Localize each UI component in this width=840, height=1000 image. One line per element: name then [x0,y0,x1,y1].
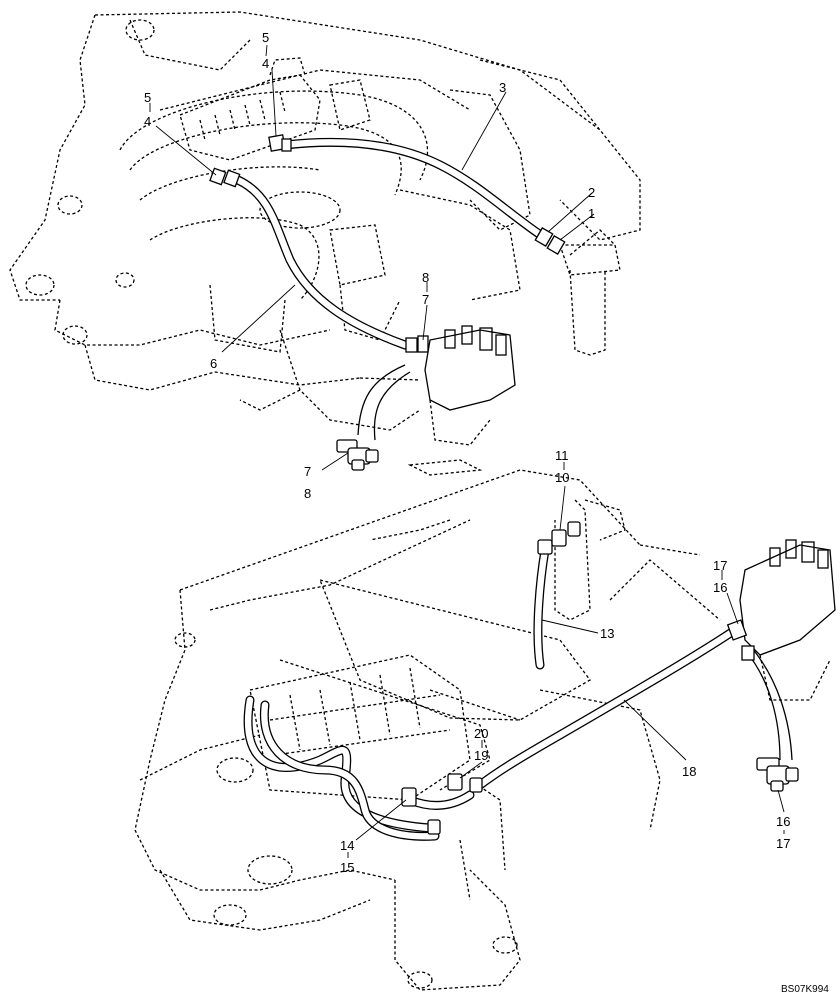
callout-4-left: 4 [144,114,151,129]
callout-5-left: 5 [144,90,151,105]
callout-17-bottom: 17 [776,836,790,851]
fitting-14-15 [401,787,441,835]
fitting-7-8 [405,335,429,353]
tee-fitting-16-17 [756,757,799,792]
callout-3: 3 [499,80,506,95]
callout-15: 15 [340,860,354,875]
callout-14: 14 [340,838,354,853]
lower-main-control-valve [249,654,471,801]
hose-18 [475,625,740,790]
hose-3 [280,137,550,243]
braided-hoses-14-15 [243,695,440,841]
fitting-19-20 [447,773,483,793]
callout-16-top: 16 [713,580,727,595]
upper-frame-outline [9,11,641,431]
callout-2: 2 [588,185,595,200]
callout-11: 11 [555,448,569,463]
fitting-4-5-upper [268,134,292,152]
callouts: 1 2 3 4 5 4 5 6 8 7 7 8 11 10 13 17 16 1… [144,30,790,875]
callout-8-top: 8 [422,270,429,285]
upper-valve-block [357,325,516,476]
callout-7-top: 7 [422,292,429,307]
callout-5-top: 5 [262,30,269,45]
fitting-1-2 [534,227,566,255]
callout-8-bottom: 8 [304,486,311,501]
callout-16-bottom: 16 [776,814,790,829]
callout-17-top: 17 [713,558,727,573]
callout-6: 6 [210,356,217,371]
fitting-16-17 [726,619,755,661]
callout-19: 19 [474,748,488,763]
callout-4-top: 4 [262,56,269,71]
callout-10: 10 [555,470,569,485]
fitting-10-11 [537,521,581,555]
callout-13: 13 [600,626,614,641]
hose-6 [233,175,410,350]
callout-7-bottom: 7 [304,464,311,479]
fitting-4-5-lower [209,167,241,188]
hose-19-20 [405,790,475,810]
leader-lines [149,44,785,858]
callout-18: 18 [682,764,696,779]
hose-13 [533,545,550,670]
upper-control-valve-cluster [179,57,371,161]
lower-right-valve-block [739,539,836,761]
tee-fitting-7-8 [336,439,379,471]
callout-20: 20 [474,726,488,741]
lower-frame-outline [134,469,721,991]
callout-1: 1 [588,206,595,221]
drawing-code: BS07K994 [781,984,829,995]
